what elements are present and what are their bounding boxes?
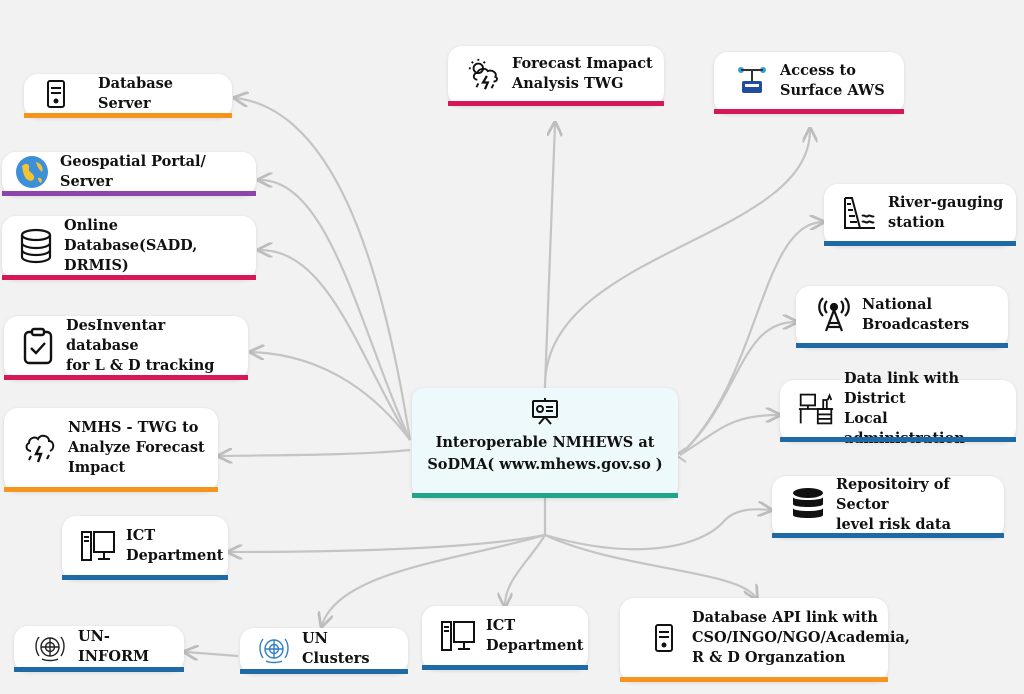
edge-ict-center (505, 534, 546, 605)
node-accent-bar (824, 241, 1016, 246)
edge-ict-left (230, 533, 546, 552)
node-label: Repositoiry of Sector level risk data (836, 475, 951, 533)
node-accent-bar (2, 275, 256, 280)
node-accent-bar (796, 343, 1008, 348)
node-nmhs-twg[interactable]: NMHS - TWG to Analyze Forecast Impact (4, 408, 218, 492)
center-hub-accent (412, 493, 678, 498)
node-desinventar[interactable]: DesInventar database for L & D tracking (4, 316, 248, 380)
server-icon (646, 620, 682, 656)
node-label: DesInventar database for L & D tracking (66, 316, 215, 374)
node-accent-bar (448, 101, 664, 106)
office-desk-icon (798, 391, 834, 427)
node-label: UN-INFORM (78, 627, 150, 665)
node-river-gauging[interactable]: River-gauging station (824, 184, 1016, 246)
node-access-aws[interactable]: Access to Surface AWS (714, 52, 904, 114)
node-accent-bar (240, 669, 408, 674)
computer-icon (440, 618, 476, 654)
node-label: Database API link with CSO/INGO/NGO/Acad… (692, 608, 910, 666)
node-label: Geospatial Portal/ Server (60, 152, 206, 190)
storm-cloud-icon (22, 430, 58, 466)
dam-icon (842, 195, 878, 231)
node-accent-bar (62, 575, 228, 580)
center-hub-label: Interoperable NMHEWS at SoDMA( www.mhews… (427, 434, 663, 473)
edge-access-aws (543, 130, 810, 387)
server-icon (38, 76, 74, 112)
node-accent-bar (422, 665, 588, 670)
node-national-broadcasters[interactable]: National Broadcasters (796, 286, 1008, 348)
node-accent-bar (4, 487, 218, 492)
node-label: River-gauging station (888, 193, 1004, 231)
edge-national-broadcasters (679, 322, 795, 456)
node-database-api[interactable]: Database API link with CSO/INGO/NGO/Acad… (620, 598, 910, 682)
node-forecast-twg[interactable]: Forecast Imapact Analysis TWG (448, 46, 664, 106)
node-label: Database Server (98, 74, 173, 112)
node-accent-bar (780, 437, 1016, 442)
node-accent-bar (2, 191, 256, 196)
node-repository[interactable]: Repositoiry of Sector level risk data (772, 476, 1004, 538)
node-accent-bar (14, 667, 184, 672)
node-label: UN Clusters (302, 629, 370, 667)
antenna-tower-icon (816, 296, 852, 333)
clipboard-check-icon (20, 327, 56, 364)
node-label: ICT Department (486, 616, 584, 654)
edge-un-clusters (322, 533, 546, 625)
edge-un-inform (186, 652, 239, 656)
storm-sun-icon (466, 56, 502, 92)
node-accent-bar (620, 677, 888, 682)
node-label: Online Database(SADD, DRMIS) (64, 216, 198, 274)
un-emblem-icon (256, 631, 292, 667)
edge-nmhs-twg (220, 450, 411, 456)
center-hub-card[interactable]: Interoperable NMHEWS at SoDMA( www.mhews… (412, 388, 678, 498)
weather-station-icon (734, 63, 770, 99)
presentation-board-icon (529, 396, 561, 426)
node-accent-bar (714, 109, 904, 114)
database-icon (18, 228, 54, 264)
node-label: NMHS - TWG to Analyze Forecast Impact (68, 418, 205, 476)
node-label: Access to Surface AWS (780, 61, 885, 99)
edge-database-server (236, 98, 412, 441)
node-accent-bar (772, 533, 1004, 538)
un-emblem-icon (32, 629, 68, 665)
node-label: National Broadcasters (862, 295, 970, 333)
node-database-server[interactable]: Database Server (24, 74, 232, 118)
edge-database-api (544, 534, 756, 598)
edge-desinventar (252, 352, 411, 441)
node-district-link[interactable]: Data link with District Local administra… (780, 370, 1016, 447)
node-label: Forecast Imapact Analysis TWG (512, 54, 653, 92)
computer-icon (80, 528, 116, 564)
node-accent-bar (4, 375, 248, 380)
globe-icon (14, 154, 50, 190)
node-label: ICT Department (126, 526, 224, 564)
database-icon (790, 487, 826, 523)
node-un-inform[interactable]: UN-INFORM (14, 626, 184, 672)
edge-forecast-twg (543, 124, 555, 387)
node-un-clusters[interactable]: UN Clusters (240, 628, 408, 674)
node-geospatial-portal[interactable]: Geospatial Portal/ Server (2, 152, 256, 196)
edge-online-database (260, 250, 411, 441)
node-online-database[interactable]: Online Database(SADD, DRMIS) (2, 216, 256, 280)
edge-geospatial-portal (260, 180, 412, 441)
node-ict-department-left[interactable]: ICT Department (62, 516, 228, 580)
edge-repository (544, 509, 770, 551)
node-accent-bar (24, 113, 232, 118)
edge-district-link (679, 415, 778, 456)
node-ict-department-center[interactable]: ICT Department (422, 606, 588, 670)
